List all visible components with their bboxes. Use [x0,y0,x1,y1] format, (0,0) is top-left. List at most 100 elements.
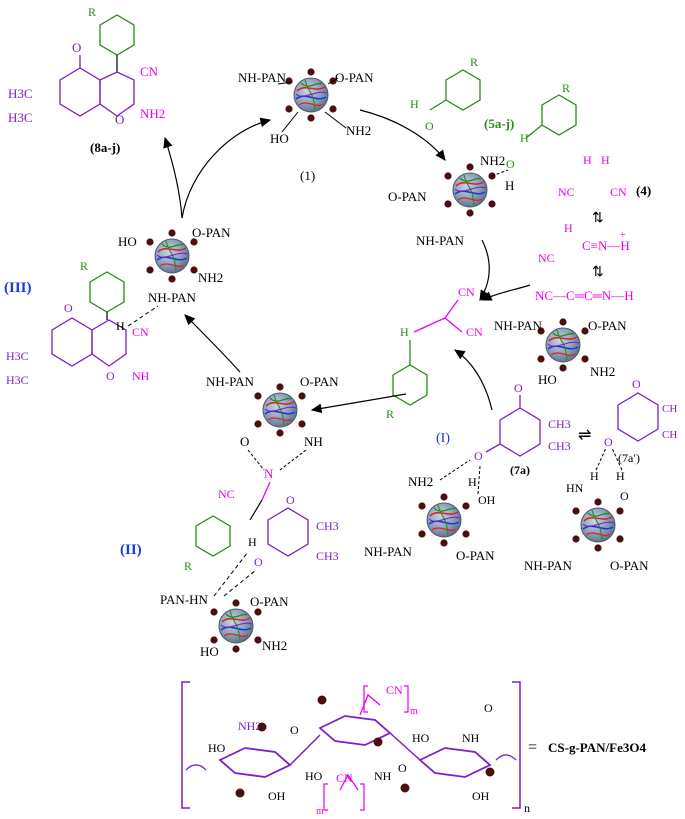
o-pan-label: O-PAN [588,318,627,333]
h3c-label-2: H3C [6,373,29,387]
equilibrium-arrow-icon-2: ⇅ [592,265,604,280]
imine-nh-label: NH [132,369,150,383]
nh-label: NH [304,434,323,449]
h-label: H [468,475,477,489]
intermediate-label-I: (I) [436,431,450,446]
dimedone-7a: O O CH3 CH3 (7a) NH2 H OH NH-PAN O-PAN [364,381,571,563]
nanoparticle-sphere-icon [571,497,625,553]
ho-label: HO [538,372,557,387]
h3c-label-2: H3C [8,110,33,125]
nh2-label: NH2 [238,719,261,733]
nh-pan-label: NH-PAN [206,374,255,389]
ch3-label-2: CH3 [548,439,571,453]
o-label: O [632,377,641,391]
pan-hn-label: PAN-HN [160,592,209,607]
ch-label: CH [662,403,677,415]
o-label-2: O [604,435,613,449]
intermediate-I: R H CN CN (I) [386,285,483,446]
nh2-label: NH2 [590,364,615,379]
compound-label-8a-j: (8a-j) [90,140,120,155]
nitrilium-label: C≡N—H [582,238,630,253]
nc-label-2: NC [538,251,555,265]
compound-label-4: (4) [636,183,651,198]
r-group-label: R [470,55,478,69]
o-label: O [506,157,515,171]
r-group-label: R [184,559,192,573]
activated-aldehyde-complex: R H O NH2 H O-PAN NH-PAN [388,81,577,248]
hn-label: HN [566,481,584,495]
plus-charge-label: + [620,230,626,241]
o-label: O [290,723,299,737]
nh-pan-label: NH-PAN [364,544,413,559]
compound-label-7a-prime: (7a′) [618,451,640,465]
compound-label-7a: (7a) [510,463,530,477]
equilibrium-arrow-icon-3: ⇌ [578,427,591,444]
h3c-label: H3C [6,349,29,363]
ho-label: HO [270,131,289,146]
compound-label-5a-j: (5a-j) [484,116,514,131]
r-group-label: R [386,407,394,421]
ketenimine-label: NC—C═C═N—H [535,288,634,303]
intermediate-II: NC R H O O CH3 CH3 (II) PAN-HN O-PAN HO … [120,481,339,659]
nanoparticle-sphere-icon [417,492,471,548]
r-group-label: R [88,5,96,19]
cn-label: CN [458,285,475,299]
nh2-label: NH2 [262,638,287,653]
ho-label: HO [118,234,137,249]
r-group-label: R [562,81,570,95]
ch-label-2: CH [662,429,677,441]
o-label: O [514,381,523,395]
nh2-label: NH2 [346,123,371,138]
cn-label: CN [140,64,159,79]
r-group-label: R [80,259,88,273]
catalyst-regenerated-right: NH-PAN O-PAN HO NH2 [494,317,627,387]
dimedone-enol-7a-prime: O O CH CH (7a′) HN H H O NH-PAN O-PAN [524,377,677,573]
ch3-label: CH3 [316,519,339,533]
malononitrile-4: H H NC CN (4) ⇅ H NC C≡N—H + ⇅ NC—C═C═N—… [535,153,651,303]
nanoparticle-sphere-icon [443,162,497,218]
ho-label-3: HO [412,731,430,745]
equals-sign: = [528,739,537,756]
repeat-m-label-2: m [316,806,324,817]
ho-label: HO [208,741,226,755]
o-label: O [286,493,295,507]
o-label-3: O [620,489,629,503]
nh-pan-label: NH-PAN [148,290,197,305]
cn-label-2: CN [466,325,483,339]
o-pan-label: O-PAN [192,225,231,240]
o-pan-label: O-PAN [456,548,495,563]
imine-n-label: N [264,466,274,481]
repeat-m-label: m [410,706,418,717]
nanoparticle-sphere-icon [145,228,199,284]
ch3-label-2: CH3 [316,549,339,563]
pan-cn-label-2: CN [336,771,353,785]
h-label: H [116,319,125,333]
pan-cn-label: CN [386,683,403,697]
nh2-label: NH2 [408,474,433,489]
oh-label: OH [478,493,496,507]
compound-label-1: (1) [300,168,315,183]
nh2-label: NH2 [480,153,505,168]
h3c-label: H3C [8,86,33,101]
equilibrium-arrow-icon: ⇅ [592,211,604,226]
nh2-label: NH2 [140,106,165,121]
o-label-2: O [398,761,407,775]
catalyst-imine-complex: NH-PAN O-PAN O NH N [206,374,339,481]
h-label-3: H [564,221,573,235]
oh-label: OH [268,789,286,803]
h-label-2: H [601,153,610,167]
nc-label: NC [218,487,235,501]
o-label: O [240,434,249,449]
o-pan-label: O-PAN [610,558,649,573]
aldehyde-o-label: O [425,119,434,133]
nanoparticle-sphere-icon [284,67,338,123]
cs-g-pan-polymer-structure: n NH2 HO OH O HO NH O HO NH OH O CN m CN… [181,681,646,817]
nh-pan-label: NH-PAN [494,318,543,333]
o-label: O [64,301,73,315]
intermediate-label-III: (III) [4,280,32,296]
ho-label-2: HO [305,769,323,783]
h-label: H [248,535,257,549]
nanoparticle-sphere-icon [253,382,307,438]
fe3o4-dot-icon [257,722,267,732]
